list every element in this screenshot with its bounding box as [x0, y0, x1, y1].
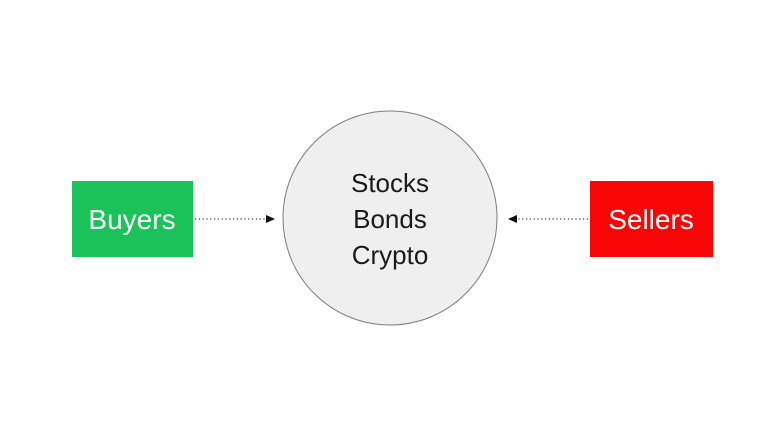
market-circle-shape[interactable] [282, 110, 498, 326]
buyers-rect-shape[interactable] [72, 181, 193, 257]
market-line-stocks: Stocks [351, 168, 429, 198]
sellers-label: Sellers [608, 204, 694, 235]
market-line-bonds: Bonds [353, 204, 427, 234]
node-buyers[interactable]: Buyers [72, 181, 193, 257]
node-sellers[interactable]: Sellers [590, 181, 713, 257]
market-line-crypto: Crypto [352, 240, 429, 270]
sellers-rect-shape[interactable] [590, 181, 713, 257]
buyers-label: Buyers [88, 204, 175, 235]
node-market[interactable]: Stocks Bonds Crypto [282, 110, 498, 326]
